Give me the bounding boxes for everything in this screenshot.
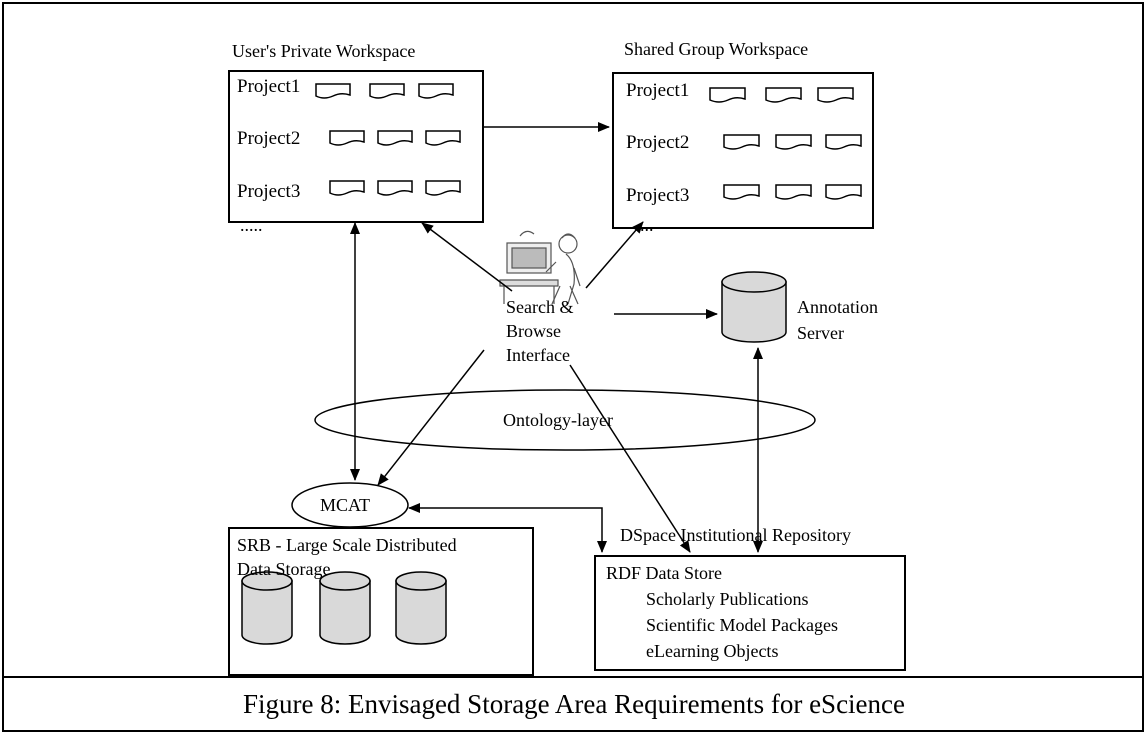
search-browse-label-2: Browse — [506, 321, 561, 341]
storage-cylinder — [395, 571, 447, 645]
private-project-3: Project3 — [237, 181, 301, 202]
annotation-server-label-1: Annotation — [797, 297, 878, 317]
arrow-search-to-shared — [585, 221, 644, 289]
document-icon — [723, 184, 760, 200]
rdf-item-3: eLearning Objects — [646, 641, 779, 661]
shared-workspace-title: Shared Group Workspace — [624, 39, 809, 59]
document-icon — [425, 130, 461, 146]
srb-storage-box — [228, 527, 534, 676]
private-workspace-title: User's Private Workspace — [232, 41, 416, 61]
document-icon — [418, 83, 454, 99]
document-icon — [377, 180, 413, 196]
storage-cylinders — [241, 571, 447, 645]
figure-caption: Figure 8: Envisaged Storage Area Require… — [242, 689, 906, 719]
dspace-title: DSpace Institutional Repository — [620, 525, 851, 545]
srb-title-2: Data Storage — [237, 559, 331, 579]
arrow-search-to-private — [421, 222, 513, 292]
ontology-layer-label: Ontology-layer — [503, 410, 613, 430]
user-at-computer-icon — [499, 230, 581, 305]
arrow-search-to-mcat — [377, 349, 485, 486]
connectors — [350, 122, 763, 553]
shared-ellipsis: ... — [640, 215, 654, 235]
rdf-item-2: Scientific Model Packages — [646, 615, 838, 635]
document-icon — [369, 83, 405, 99]
private-ellipsis: ..... — [240, 215, 263, 235]
document-icon — [723, 134, 760, 150]
private-project-2: Project2 — [237, 128, 301, 149]
document-icon — [825, 184, 862, 200]
document-icon — [825, 134, 862, 150]
srb-title-1: SRB - Large Scale Distributed — [237, 535, 457, 555]
storage-cylinder — [319, 571, 371, 645]
shared-project-3: Project3 — [626, 185, 690, 206]
document-icon — [315, 83, 351, 99]
search-browse-label-3: Interface — [506, 345, 570, 365]
document-icon — [709, 87, 746, 103]
document-icon — [765, 87, 802, 103]
document-icon — [329, 180, 365, 196]
shared-project-1: Project1 — [626, 80, 690, 101]
document-icon — [425, 180, 461, 196]
shared-workspace-box — [612, 72, 874, 229]
document-icon — [329, 130, 365, 146]
mcat-label: MCAT — [320, 495, 371, 515]
private-docs — [315, 83, 461, 196]
rdf-item-1: Scholarly Publications — [646, 589, 809, 609]
search-browse-label-1: Search & — [506, 297, 574, 317]
shared-project-2: Project2 — [626, 132, 690, 153]
document-icon — [775, 134, 812, 150]
ontology-layer-ellipse — [314, 389, 816, 451]
annotation-server-cylinder — [721, 271, 787, 343]
storage-cylinder — [241, 571, 293, 645]
annotation-server-label-2: Server — [797, 323, 844, 343]
rdf-data-store-title: RDF Data Store — [606, 563, 722, 583]
private-project-1: Project1 — [237, 76, 301, 97]
private-workspace-box — [228, 70, 484, 223]
arrow-mcat-dspace — [408, 503, 607, 553]
document-icon — [817, 87, 854, 103]
caption-divider — [2, 676, 1144, 678]
document-icon — [775, 184, 812, 200]
document-icon — [377, 130, 413, 146]
shared-docs — [709, 87, 862, 200]
arrow-search-to-dspace — [569, 364, 691, 553]
rdf-data-store-box — [594, 555, 906, 671]
